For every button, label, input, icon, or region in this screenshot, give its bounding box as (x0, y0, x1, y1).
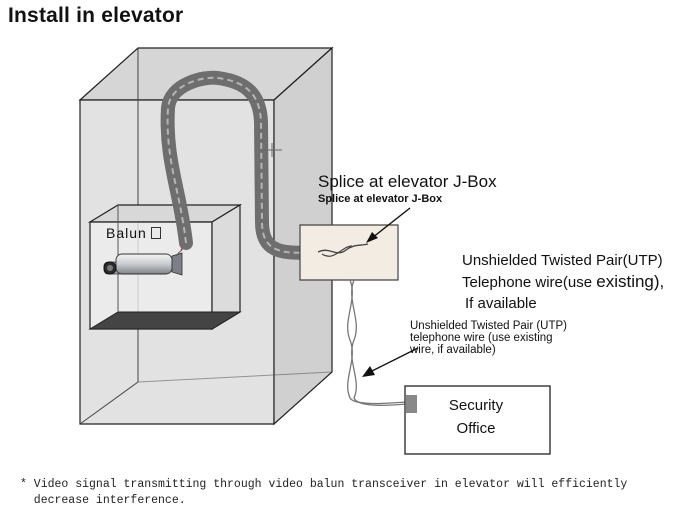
utp-label-large: Unshielded Twisted Pair(UTP) Telephone w… (462, 250, 664, 314)
footnote-line1: * Video signal transmitting through vide… (20, 478, 628, 491)
car-floor (88, 311, 242, 330)
splice-label-small: Splice at elevator J-Box (318, 193, 443, 205)
security-line1: Security (448, 397, 504, 414)
utp-label-small: Unshielded Twisted Pair (UTP) telephone … (410, 320, 567, 356)
balun-text: Balun (106, 225, 147, 241)
utp-large-line3: If available (465, 295, 537, 312)
elevator-installation-diagram (78, 46, 551, 455)
utp-large-line2c: ), (653, 272, 665, 291)
security-line2: Office (456, 420, 496, 437)
footnote-line2: decrease interference. (20, 494, 186, 507)
utp-large-line2b: existing (596, 272, 654, 291)
utp-large-line1: Unshielded Twisted Pair(UTP) (462, 252, 663, 269)
utp-large-line2: Telephone wire(use existing), (462, 271, 664, 293)
splice-label-large: Splice at elevator J-Box (318, 172, 497, 191)
utp-small-line2: telephone wire (use existing (410, 332, 553, 344)
utp-arrow (362, 347, 419, 377)
page-title: Install in elevator (8, 4, 184, 27)
travelling-cable (160, 70, 325, 260)
camera-icon (103, 252, 183, 276)
footnote: * Video signal transmitting through vide… (20, 477, 660, 509)
junction-box (299, 224, 399, 281)
utp-small-line3: wire, if available) (410, 344, 496, 356)
security-office-label: Security Office (412, 394, 540, 440)
utp-large-line2a: Telephone wire(use (462, 274, 597, 291)
utp-wire (347, 279, 407, 407)
splice-arrow (366, 207, 411, 243)
utp-small-line1: Unshielded Twisted Pair (UTP) (410, 320, 568, 332)
balun-label: Balun (106, 225, 161, 241)
balun-icon (150, 227, 161, 239)
security-office-box (404, 385, 551, 455)
